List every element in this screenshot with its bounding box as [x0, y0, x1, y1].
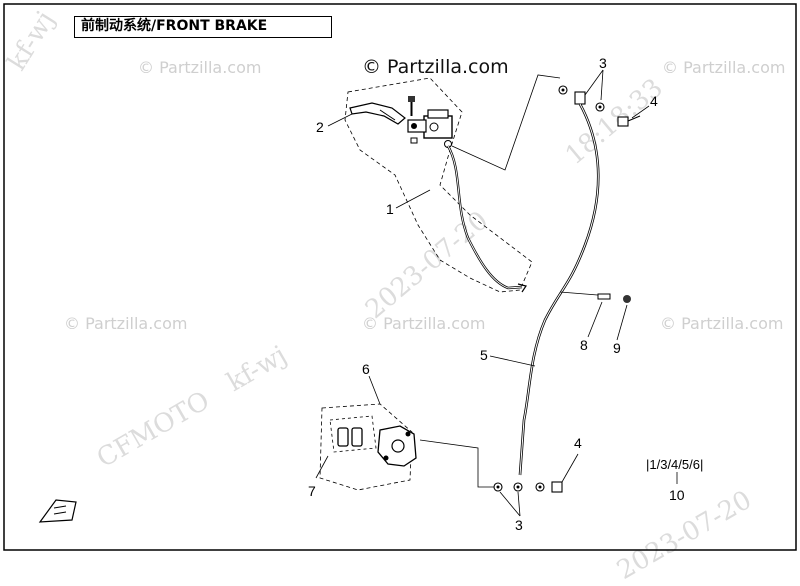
callout-leaders — [315, 69, 678, 517]
brake-caliper — [377, 425, 417, 467]
callout-9: 9 — [613, 340, 621, 356]
copyright-watermark: © Partzilla.com — [362, 56, 509, 78]
bolt-4-upper — [617, 115, 641, 127]
watermark: © Partzilla.com — [138, 58, 262, 77]
pivot-bolt — [408, 96, 415, 116]
group-outline-pads — [329, 415, 377, 453]
callout-7: 7 — [308, 483, 316, 499]
banjo-bolt-lower — [493, 481, 563, 493]
callout-1: 1 — [386, 201, 394, 217]
watermark: © Partzilla.com — [660, 314, 784, 333]
callout-4-bottom: 4 — [574, 435, 582, 451]
brake-pads — [337, 427, 363, 447]
brake-hose-main — [518, 103, 600, 476]
parts-drawing: 2 1 3 4 5 6 7 8 9 3 4 10 — [3, 3, 797, 551]
brake-lever — [349, 102, 406, 125]
diagram-title: 前制动系统/FRONT BRAKE — [74, 16, 332, 38]
group-outline-master-cylinder — [344, 77, 533, 293]
callout-2: 2 — [316, 119, 324, 135]
callout-10: 10 — [669, 487, 685, 503]
master-cylinder — [407, 109, 453, 148]
watermark: © Partzilla.com — [362, 314, 486, 333]
brake-hose-upper — [446, 145, 523, 290]
callout-4-top: 4 — [650, 93, 658, 109]
hose-clamp — [559, 291, 631, 303]
callout-8: 8 — [580, 337, 588, 353]
front-direction-arrow-icon — [38, 499, 77, 523]
diagram-stage: © Partzilla.com © Partzilla.com © Partzi… — [2, 3, 797, 586]
banjo-bolt-upper — [558, 85, 605, 112]
callout-5: 5 — [480, 347, 488, 363]
callout-3-bottom: 3 — [515, 517, 523, 533]
callout-6: 6 — [362, 361, 370, 377]
watermark: © Partzilla.com — [662, 58, 786, 77]
watermark: © Partzilla.com — [64, 314, 188, 333]
leader-line — [451, 74, 561, 171]
leader-line — [419, 439, 494, 488]
kit-contents-note: |1/3/4/5/6| — [646, 457, 704, 472]
callout-3-top: 3 — [599, 55, 607, 71]
page-border — [3, 3, 797, 551]
